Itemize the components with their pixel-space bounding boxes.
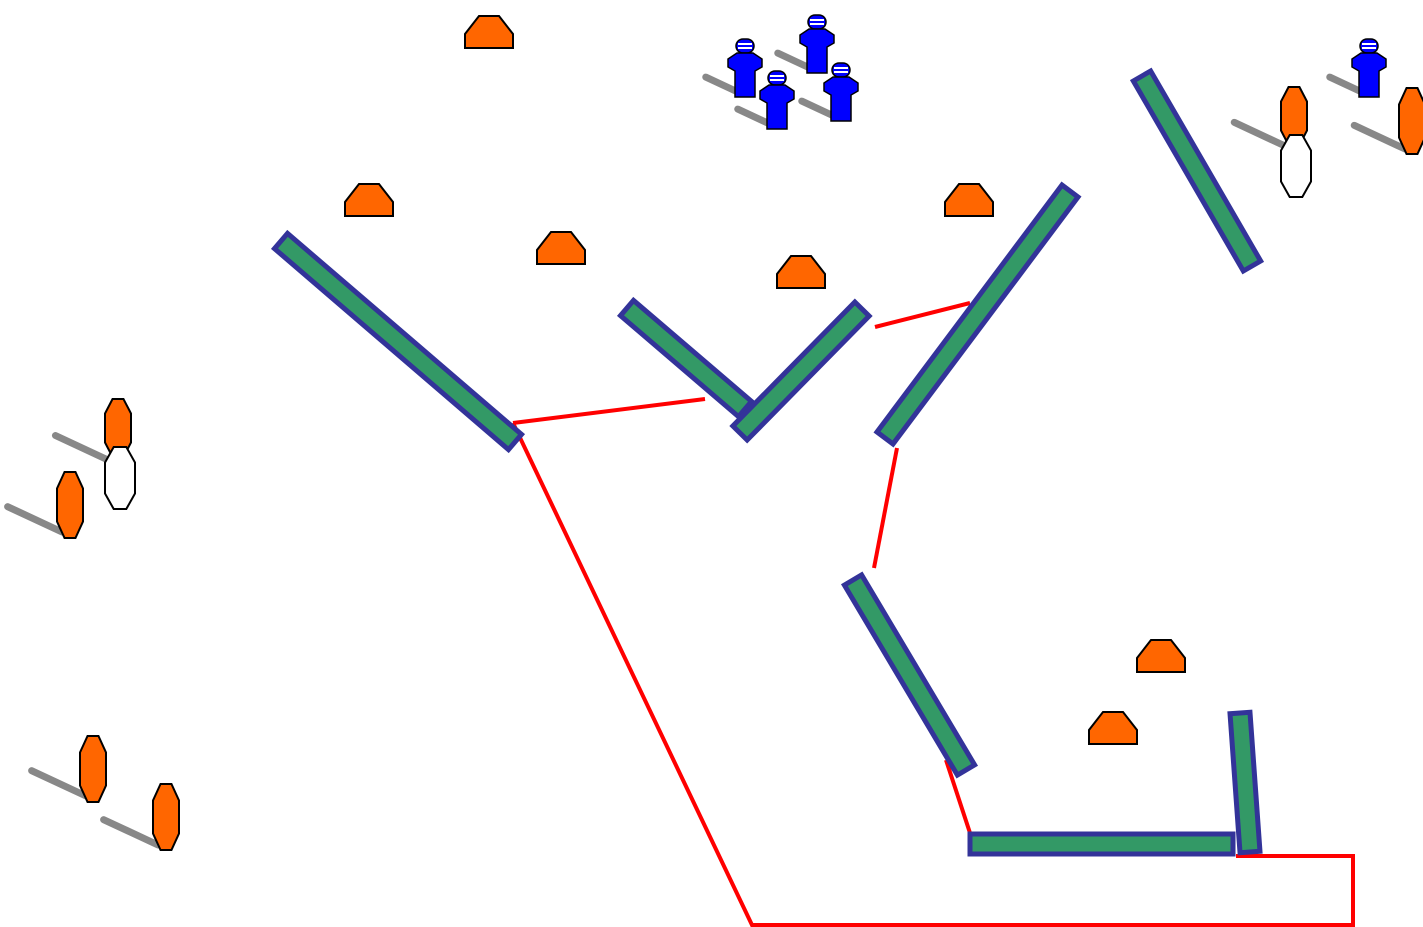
route-line — [874, 301, 971, 329]
cone-marker — [776, 255, 826, 289]
wall-layer — [270, 67, 1265, 857]
cone-marker — [344, 183, 394, 217]
pin-shadow — [51, 431, 112, 464]
player-figure-head — [831, 62, 851, 78]
player-figure — [799, 14, 835, 74]
wall-segment — [616, 296, 756, 421]
route-line — [872, 447, 899, 569]
pin-shadow — [4, 503, 66, 536]
wall-segment — [840, 571, 979, 779]
player-figure — [1351, 38, 1387, 98]
wall-segment — [967, 831, 1236, 857]
cone-marker — [1088, 711, 1138, 745]
player-figure-head — [767, 70, 787, 86]
pin-shadow — [1350, 121, 1409, 153]
player-figure — [823, 62, 859, 122]
wall-segment — [1227, 709, 1263, 856]
player-figure-body — [759, 84, 795, 130]
pin-shadow — [28, 767, 90, 800]
marker-layer — [56, 14, 1423, 851]
pin-shadow — [1230, 118, 1289, 150]
player-figure-head — [807, 14, 827, 30]
player-figure-body — [823, 76, 859, 122]
cone-marker — [1136, 639, 1186, 673]
cone-marker — [536, 231, 586, 265]
route-line — [512, 397, 706, 425]
player-figure-head — [1359, 38, 1379, 54]
route-layer — [511, 301, 1355, 927]
pin-marker — [79, 735, 107, 803]
player-figure-body — [1351, 52, 1387, 98]
player-figure-head — [735, 38, 755, 54]
cone-marker — [464, 15, 514, 49]
wall-segment — [270, 229, 526, 454]
white-pin-marker — [1280, 134, 1312, 198]
player-figure — [759, 70, 795, 130]
route-line — [944, 759, 972, 834]
player-figure — [727, 38, 763, 98]
pin-marker — [1398, 87, 1423, 155]
wall-segment — [729, 298, 873, 444]
white-pin-marker — [104, 446, 136, 510]
wall-segment — [1129, 67, 1265, 275]
pin-marker — [56, 471, 84, 539]
cone-marker — [944, 183, 994, 217]
player-figure-body — [799, 28, 835, 74]
wall-segment — [873, 181, 1082, 448]
pin-shadow — [100, 816, 162, 849]
player-figure-body — [727, 52, 763, 98]
route-line — [511, 422, 1355, 927]
pin-marker — [152, 783, 180, 851]
